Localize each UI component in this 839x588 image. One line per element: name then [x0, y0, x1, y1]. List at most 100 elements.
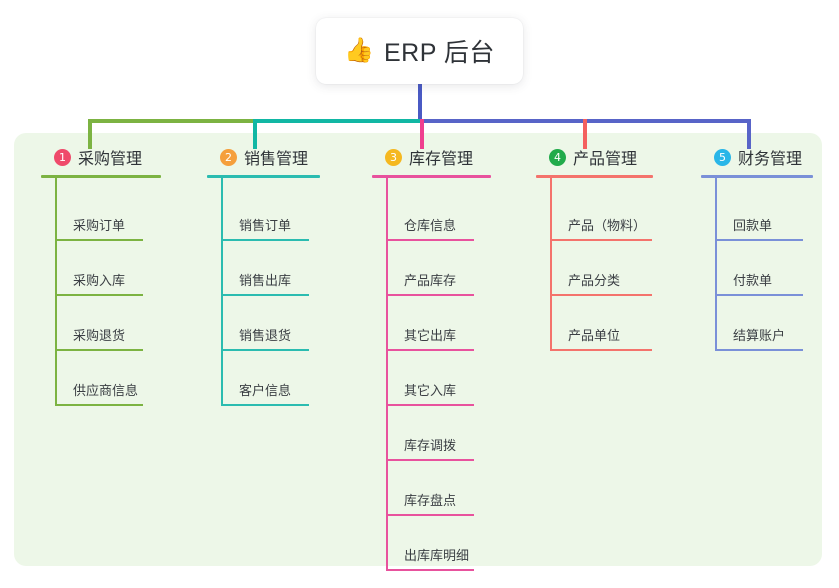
leaf-item-label: 销售订单 — [239, 218, 292, 233]
leaf-spine — [550, 178, 552, 351]
column-title: 库存管理 — [409, 151, 474, 168]
column-3: 3 库存管理仓库信息产品库存其它出库其它入库库存调拨库存盘点出库库明细 — [361, 145, 491, 571]
leaf-item-rule — [388, 239, 474, 241]
connector-drop — [253, 119, 257, 149]
leaf-item-rule — [388, 569, 474, 571]
leaf-item-rule — [388, 404, 474, 406]
leaf-item[interactable]: 其它出库 — [388, 296, 474, 351]
leaf-item-label: 产品分类 — [568, 273, 621, 288]
column-title: 产品管理 — [573, 151, 638, 168]
column-rule — [372, 175, 491, 178]
column-rule — [41, 175, 161, 178]
column-4: 4 产品管理产品（物料） 产品分类产品单位 — [525, 145, 653, 351]
leaf-item-label: 客户信息 — [239, 383, 292, 398]
leaf-list: 销售订单销售出库销售退货客户信息 — [196, 178, 320, 406]
leaf-item-label: 付款单 — [733, 273, 773, 288]
leaf-item-label: 销售出库 — [239, 273, 292, 288]
leaf-item[interactable]: 采购退货 — [57, 296, 143, 351]
leaf-item-rule — [223, 349, 309, 351]
leaf-item[interactable]: 产品库存 — [388, 241, 474, 296]
leaf-item[interactable]: 产品单位 — [552, 296, 652, 351]
leaf-item-rule — [388, 349, 474, 351]
leaf-item-rule — [552, 239, 652, 241]
leaf-item[interactable]: 仓库信息 — [388, 186, 474, 241]
leaf-item-label: 其它出库 — [404, 328, 457, 343]
leaf-item-rule — [57, 239, 143, 241]
thumbs-up-icon: 👍 — [344, 37, 374, 64]
leaf-item-label: 产品（物料） — [568, 218, 647, 233]
connector-drop — [88, 119, 92, 149]
column-badge-icon: 3 — [385, 148, 402, 166]
leaf-item-label: 出库库明细 — [404, 548, 470, 563]
leaf-item-label: 仓库信息 — [404, 218, 457, 233]
leaf-item[interactable]: 销售出库 — [223, 241, 309, 296]
leaf-item-label: 结算账户 — [733, 328, 786, 343]
column-badge-icon: 5 — [714, 148, 731, 166]
leaf-item-label: 采购订单 — [73, 218, 126, 233]
leaf-item-label: 采购入库 — [73, 273, 126, 288]
leaf-item-rule — [388, 294, 474, 296]
connector-segment — [253, 119, 424, 123]
leaf-item-rule — [223, 404, 309, 406]
leaf-item[interactable]: 库存盘点 — [388, 461, 474, 516]
leaf-item[interactable]: 出库库明细 — [388, 516, 474, 571]
leaf-item-rule — [717, 239, 803, 241]
leaf-item[interactable]: 客户信息 — [223, 351, 309, 406]
leaf-item-label: 其它入库 — [404, 383, 457, 398]
leaf-item[interactable]: 采购入库 — [57, 241, 143, 296]
leaf-item-label: 库存盘点 — [404, 493, 457, 508]
connector-stem — [418, 84, 422, 123]
root-node-title: ERP 后台 — [383, 39, 495, 67]
leaf-item[interactable]: 产品（物料） — [552, 186, 652, 241]
column-badge-icon: 1 — [54, 148, 71, 166]
connector-drop — [583, 119, 587, 149]
leaf-item-label: 产品单位 — [568, 328, 621, 343]
leaf-item-rule — [223, 239, 309, 241]
leaf-item-rule — [223, 294, 309, 296]
leaf-item[interactable]: 供应商信息 — [57, 351, 143, 406]
leaf-item[interactable]: 回款单 — [717, 186, 803, 241]
leaf-spine — [221, 178, 223, 406]
leaf-item-rule — [717, 349, 803, 351]
leaf-item[interactable]: 结算账户 — [717, 296, 803, 351]
leaf-item-rule — [57, 349, 143, 351]
leaf-item-label: 采购退货 — [73, 328, 126, 343]
leaf-spine — [386, 178, 388, 571]
leaf-item[interactable]: 采购订单 — [57, 186, 143, 241]
column-badge-icon: 4 — [549, 148, 566, 166]
column-header-4[interactable]: 4 产品管理 — [525, 145, 653, 169]
leaf-item-label: 产品库存 — [404, 273, 457, 288]
connector-segment — [88, 119, 257, 123]
leaf-item[interactable]: 销售退货 — [223, 296, 309, 351]
leaf-item-label: 库存调拨 — [404, 438, 457, 453]
leaf-item[interactable]: 其它入库 — [388, 351, 474, 406]
column-header-1[interactable]: 1 采购管理 — [30, 145, 161, 169]
leaf-list: 产品（物料） 产品分类产品单位 — [525, 178, 653, 351]
leaf-item-rule — [552, 294, 652, 296]
leaf-item[interactable]: 产品分类 — [552, 241, 652, 296]
column-header-3[interactable]: 3 库存管理 — [361, 145, 491, 169]
leaf-item-label: 销售退货 — [239, 328, 292, 343]
root-node-inner: 👍 ERP 后台 — [344, 33, 495, 69]
column-rule — [536, 175, 653, 178]
column-title: 采购管理 — [78, 151, 143, 168]
leaf-item-label: 回款单 — [733, 218, 773, 233]
column-title: 财务管理 — [738, 151, 803, 168]
connector-drop — [420, 119, 424, 149]
leaf-item[interactable]: 销售订单 — [223, 186, 309, 241]
leaf-item[interactable]: 库存调拨 — [388, 406, 474, 461]
column-5: 5 财务管理回款单付款单结算账户 — [690, 145, 813, 351]
leaf-spine — [715, 178, 717, 351]
leaf-list: 回款单付款单结算账户 — [690, 178, 813, 351]
column-header-5[interactable]: 5 财务管理 — [690, 145, 813, 169]
leaf-list: 采购订单采购入库采购退货供应商信息 — [30, 178, 161, 406]
root-node-card[interactable]: 👍 ERP 后台 — [316, 18, 523, 84]
column-1: 1 采购管理采购订单采购入库采购退货供应商信息 — [30, 145, 161, 406]
leaf-item-rule — [57, 294, 143, 296]
leaf-item-rule — [57, 404, 143, 406]
column-rule — [701, 175, 813, 178]
leaf-item[interactable]: 付款单 — [717, 241, 803, 296]
leaf-list: 仓库信息产品库存其它出库其它入库库存调拨库存盘点出库库明细 — [361, 178, 491, 571]
